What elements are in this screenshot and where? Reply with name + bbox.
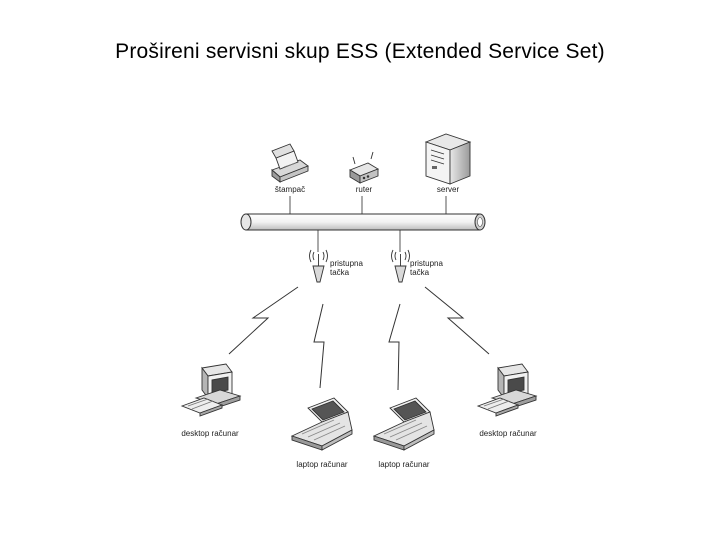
network-bus [240,213,486,231]
server-label: server [437,185,460,194]
router-icon [348,151,380,184]
ap-left-label-line1: pristupna [330,259,363,268]
slide-title: Prošireni servisni skup ESS (Extended Se… [115,40,605,63]
laptop-left-label: laptop računar [296,460,347,469]
router-label: ruter [356,185,373,194]
printer-icon [271,143,309,183]
laptop-icon [290,397,353,451]
lightning-signal-icon [424,286,490,355]
printer-label: štampač [275,185,305,194]
server-icon [424,133,472,185]
lightning-signal-icon [313,303,325,389]
access-point-icon [309,249,328,283]
laptop-right-label: laptop računar [378,460,429,469]
ap-right-label-line1: pristupna [410,259,443,268]
ap-right-label-line2: tačka [410,268,430,277]
desktop-left-label: desktop računar [181,429,239,438]
access-point-icon [391,249,410,283]
lightning-signal-icon [388,303,401,391]
desktop-computer-icon [476,363,538,417]
drop-lines [289,196,447,252]
lightning-signal-icon [228,286,299,355]
desktop-right-label: desktop računar [479,429,537,438]
laptop-icon [372,397,435,451]
ap-left-label-line2: tačka [330,268,350,277]
desktop-computer-icon [180,363,242,417]
